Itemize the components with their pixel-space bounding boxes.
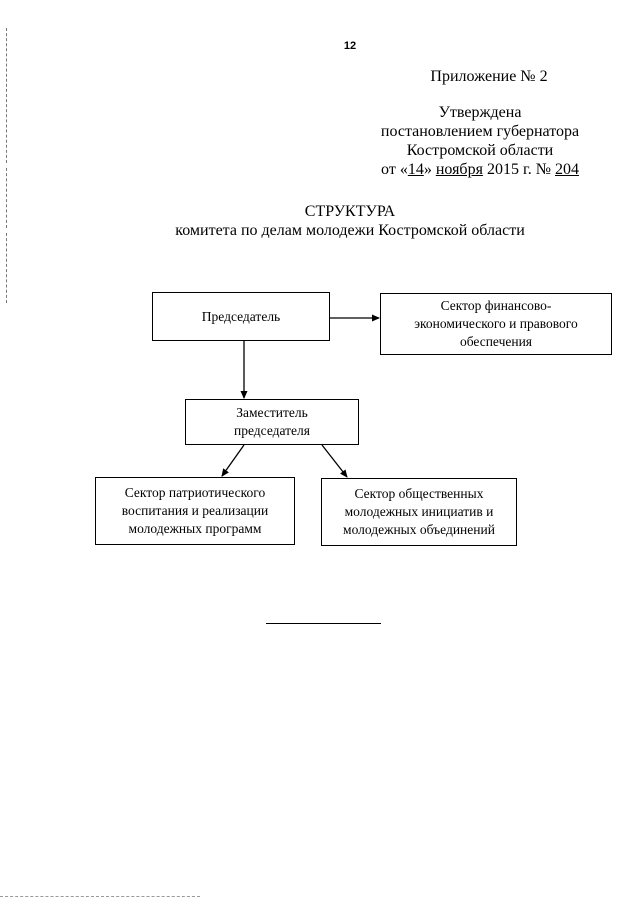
patriotic-sector-label: Сектор патриотического воспитания и реал…	[122, 484, 268, 538]
date-year: 2015 г. №	[482, 161, 555, 178]
deputy-box: Заместитель председателя	[185, 399, 359, 445]
finance-sector-line-2: экономического и правового	[414, 316, 578, 331]
date-day: 14	[407, 161, 424, 178]
deputy-line-2: председателя	[234, 423, 310, 438]
page-number: 12	[343, 40, 357, 52]
public-sector-line-1: Сектор общественных	[354, 486, 484, 501]
patriotic-sector-line-1: Сектор патриотического	[124, 485, 266, 500]
patriotic-sector-line-2: воспитания и реализации	[121, 503, 269, 518]
finance-sector-line-1: Сектор финансово-	[440, 298, 552, 313]
public-sector-label: Сектор общественных молодежных инициатив…	[343, 485, 495, 539]
chairman-label: Председатель	[202, 308, 280, 326]
deputy-line-1: Заместитель	[236, 405, 308, 420]
approval-line-2: постановлением губернатора	[380, 123, 580, 140]
arrow-deputy-to-public	[321, 444, 348, 478]
arrow-deputy-to-patriotic	[221, 444, 245, 477]
patriotic-sector-line-3: молодежных программ	[128, 521, 262, 536]
finance-sector-line-3: обеспечения	[459, 334, 533, 349]
finance-sector-label: Сектор финансово- экономического и право…	[414, 297, 578, 351]
document-subtitle: комитета по делам молодежи Костромской о…	[175, 222, 525, 239]
public-sector-line-2: молодежных инициатив и	[344, 504, 494, 519]
chairman-box: Председатель	[152, 292, 330, 341]
closing-rule	[266, 623, 381, 624]
approval-line-1: Утверждена	[438, 104, 522, 121]
date-month: ноября	[435, 161, 483, 178]
approval-line-3: Костромской области	[406, 142, 554, 159]
chairman-line-1: Председатель	[201, 308, 281, 324]
patriotic-sector-box: Сектор патриотического воспитания и реал…	[95, 477, 295, 545]
date-number: 204	[554, 161, 579, 178]
scan-bottom-mark	[0, 896, 200, 897]
scan-margin-mark-2	[6, 168, 7, 228]
appendix-label: Приложение № 2	[430, 68, 548, 85]
date-mid: »	[423, 161, 436, 178]
scan-margin-mark-1	[6, 28, 7, 163]
approval-date-line: от «14» ноября 2015 г. № 204	[360, 160, 600, 179]
approval-block: Утверждена постановлением губернатора Ко…	[360, 103, 600, 179]
date-prefix: от «	[381, 161, 408, 178]
public-sector-line-3: молодежных объединений	[343, 522, 495, 537]
document-title: СТРУКТУРА	[304, 203, 396, 220]
scan-margin-mark-3	[6, 233, 7, 303]
public-sector-box: Сектор общественных молодежных инициатив…	[321, 478, 517, 546]
finance-sector-box: Сектор финансово- экономического и право…	[380, 293, 612, 355]
deputy-label: Заместитель председателя	[234, 404, 310, 440]
